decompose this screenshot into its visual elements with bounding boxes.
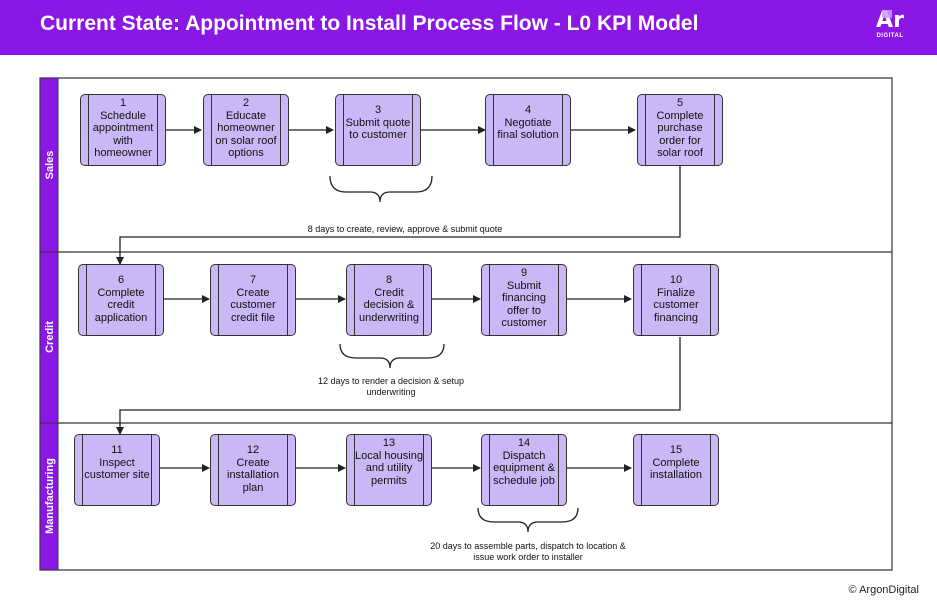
copyright-notice: © ArgonDigital <box>848 584 919 596</box>
duration-note-manufacturing: 20 days to assemble parts, dispatch to l… <box>430 541 626 562</box>
lane-label-credit: Credit <box>44 321 56 353</box>
step-label: Negotiate final solution <box>497 116 559 142</box>
step-number: 14 <box>517 437 531 449</box>
logo-tile-icon <box>882 10 892 18</box>
duration-brace-manufacturing <box>477 507 579 533</box>
step-number: 5 <box>676 97 684 109</box>
step-label: Create installation plan <box>227 456 279 494</box>
step-label: Local housing and utility permits <box>355 449 423 487</box>
step-label: Complete installation <box>650 456 702 482</box>
step-label: Submit quote to customer <box>345 116 411 142</box>
lane-connector-arrow <box>116 166 681 265</box>
step-number: 6 <box>117 274 125 286</box>
step-number: 15 <box>669 444 683 456</box>
lane-label-manufacturing: Manufacturing <box>44 458 56 534</box>
step-number: 9 <box>520 267 528 279</box>
step-label: Finalize customer financing <box>653 286 699 324</box>
step-number: 2 <box>242 97 250 109</box>
step-number: 11 <box>111 444 123 456</box>
step-label: Dispatch equipment & schedule job <box>493 449 555 487</box>
swimlane-frame <box>39 77 893 571</box>
step-label: Submit financing offer to customer <box>501 279 547 330</box>
step-label: Educate homeowner on solar roof options <box>215 109 277 160</box>
step-label: Inspect customer site <box>84 456 150 482</box>
duration-note-credit: 12 days to render a decision & setup und… <box>317 376 465 397</box>
lane-connector-arrow <box>116 337 681 435</box>
step-number: 12 <box>246 444 260 456</box>
step-number: 8 <box>385 274 393 286</box>
step-number: 1 <box>119 97 127 109</box>
duration-brace-sales <box>329 175 433 203</box>
step-label: Schedule appointment with homeowner <box>92 109 154 160</box>
step-number: 7 <box>249 274 257 286</box>
step-number: 13 <box>382 437 396 449</box>
argon-digital-logo: Ar DIGITAL <box>868 10 912 48</box>
lane-label-sales: Sales <box>44 151 56 180</box>
step-label: Complete purchase order for solar roof <box>656 109 704 160</box>
lane-band-manufacturing <box>39 422 59 571</box>
page-title: Current State: Appointment to Install Pr… <box>40 12 699 35</box>
step-label: Complete credit application <box>94 286 148 324</box>
step-number: 4 <box>524 104 532 116</box>
step-label: Credit decision & underwriting <box>359 286 419 324</box>
step-number: 10 <box>669 274 683 286</box>
duration-note-sales: 8 days to create, review, approve & subm… <box>307 224 503 234</box>
logo-text: DIGITAL <box>876 33 904 39</box>
step-number: 3 <box>374 104 382 116</box>
duration-brace-credit <box>339 343 445 369</box>
header-bar: Current State: Appointment to Install Pr… <box>0 0 937 55</box>
step-label: Create customer credit file <box>230 286 276 324</box>
